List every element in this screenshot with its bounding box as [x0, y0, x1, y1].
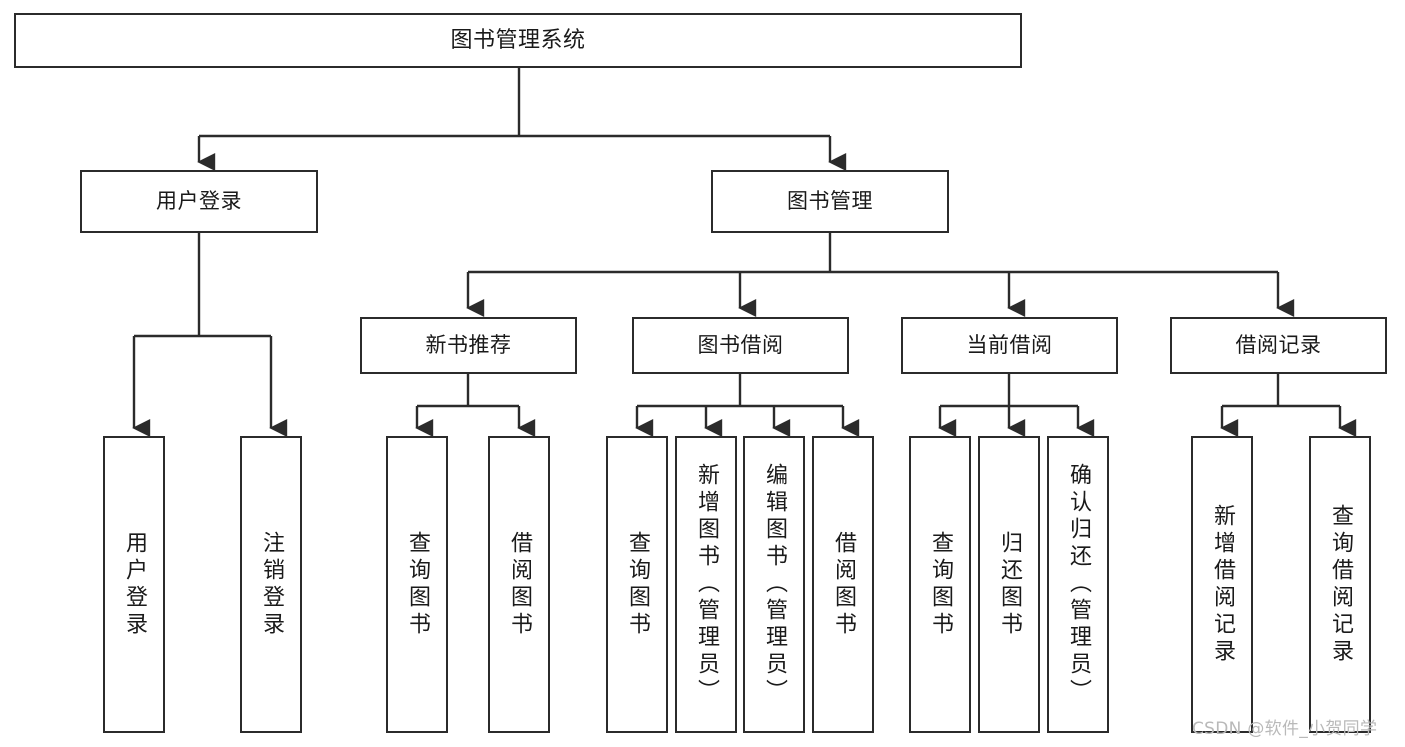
node-book-management[interactable]: 图书管理: [711, 170, 949, 233]
node-leaf-user-login[interactable]: 用户登录: [103, 436, 165, 733]
node-borrow-record[interactable]: 借阅记录: [1170, 317, 1387, 374]
node-book-borrow[interactable]: 图书借阅: [632, 317, 849, 374]
node-label: 新增借阅记录: [1210, 503, 1235, 666]
node-label: 借阅图书: [831, 530, 856, 639]
node-label: 新书推荐: [425, 332, 512, 357]
node-new-book-recommend[interactable]: 新书推荐: [360, 317, 577, 374]
node-leaf-add-borrow-record[interactable]: 新增借阅记录: [1191, 436, 1253, 733]
node-label: 编辑图书（管理员）: [762, 463, 787, 706]
node-label: 借阅记录: [1235, 332, 1322, 357]
node-label: 图书管理: [787, 188, 873, 213]
node-leaf-query-book-current[interactable]: 查询图书: [909, 436, 971, 733]
node-label: 图书借阅: [697, 332, 784, 357]
node-label: 查询图书: [405, 530, 430, 639]
node-leaf-logout[interactable]: 注销登录: [240, 436, 302, 733]
node-root-library-system[interactable]: 图书管理系统: [14, 13, 1022, 68]
node-leaf-confirm-return-admin[interactable]: 确认归还（管理员）: [1047, 436, 1109, 733]
node-leaf-add-book-admin[interactable]: 新增图书（管理员）: [675, 436, 737, 733]
node-leaf-return-book[interactable]: 归还图书: [978, 436, 1040, 733]
node-user-login[interactable]: 用户登录: [80, 170, 318, 233]
node-leaf-query-book-recommend[interactable]: 查询图书: [386, 436, 448, 733]
node-leaf-edit-book-admin[interactable]: 编辑图书（管理员）: [743, 436, 805, 733]
node-leaf-query-book-borrow[interactable]: 查询图书: [606, 436, 668, 733]
node-label: 当前借阅: [966, 332, 1053, 357]
node-label: 用户登录: [122, 530, 147, 639]
node-label: 图书管理系统: [450, 27, 586, 53]
node-label: 归还图书: [997, 530, 1022, 639]
node-leaf-query-borrow-record[interactable]: 查询借阅记录: [1309, 436, 1371, 733]
node-label: 注销登录: [259, 530, 284, 639]
node-label: 借阅图书: [507, 530, 532, 639]
node-label: 用户登录: [156, 188, 242, 213]
csdn-watermark: CSDN @软件_小贺同学: [1192, 719, 1378, 739]
node-current-borrow[interactable]: 当前借阅: [901, 317, 1118, 374]
node-leaf-borrow-book[interactable]: 借阅图书: [812, 436, 874, 733]
node-label: 查询图书: [625, 530, 650, 639]
node-label: 确认归还（管理员）: [1066, 463, 1091, 706]
node-label: 查询图书: [928, 530, 953, 639]
node-label: 查询借阅记录: [1328, 503, 1353, 666]
node-leaf-borrow-book-recommend[interactable]: 借阅图书: [488, 436, 550, 733]
node-label: 新增图书（管理员）: [694, 463, 719, 706]
